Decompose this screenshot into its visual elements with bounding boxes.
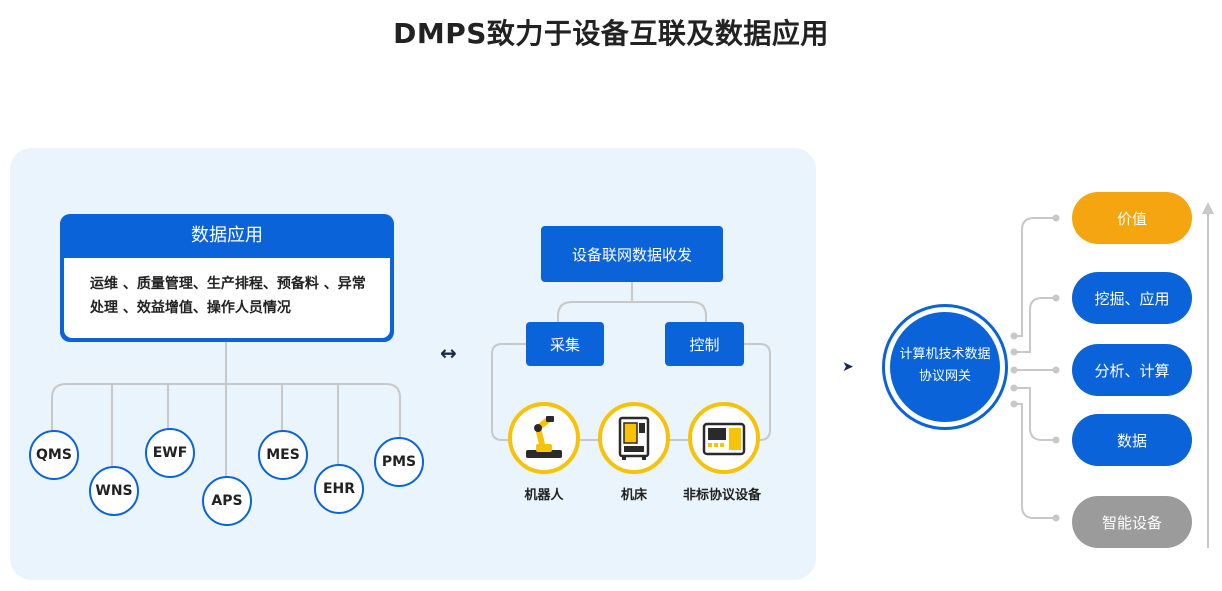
device-label-machine-tool: 机床 (620, 488, 647, 503)
collect-box: 采集 (526, 322, 604, 366)
system-aps: APS (202, 476, 252, 526)
data-app-title: 数据应用 (191, 225, 263, 246)
data-app-body (64, 258, 390, 338)
nonstandard-device-icon (702, 422, 746, 456)
gateway-line-1: 计算机技术数据 (899, 347, 991, 362)
device-network-box: 设备联网数据收发 (541, 226, 723, 282)
gateway-line-2: 协议网关 (918, 369, 971, 384)
right-arrow-icon: ➤ (842, 359, 854, 375)
system-mes: MES (258, 430, 308, 480)
page-title: DMPS致力于设备互联及数据应用 (393, 17, 829, 50)
machine-tool-device (598, 402, 670, 474)
system-qms: QMS (29, 430, 79, 480)
data-app-description: 运维 、质量管理、生产排程、预备料 、异常 处理 、效益增值、操作人员情况 (90, 272, 380, 320)
control-box: 控制 (665, 322, 744, 366)
system-wns: WNS (89, 466, 139, 516)
output-analysis-computation: 分析、计算 (1072, 344, 1192, 396)
robot-device (508, 402, 580, 474)
robot-arm-icon (526, 416, 562, 458)
gateway-label: 计算机技术数据 协议网关 (890, 344, 1000, 388)
output-smart-device: 智能设备 (1072, 496, 1192, 548)
nonstandard-device (688, 402, 760, 474)
device-label-nonstandard: 非标协议设备 (682, 488, 761, 503)
data-app-line-2: 处理 、效益增值、操作人员情况 (90, 300, 291, 316)
output-value: 价值 (1072, 192, 1192, 244)
system-ehr: EHR (314, 464, 364, 514)
output-data: 数据 (1072, 414, 1192, 466)
system-pms: PMS (374, 437, 424, 487)
device-label-robot: 机器人 (524, 488, 564, 503)
data-app-line-1: 运维 、质量管理、生产排程、预备料 、异常 (90, 276, 366, 292)
gateway-circle (890, 312, 1000, 422)
output-mining-application: 挖掘、应用 (1072, 272, 1192, 324)
machine-tool-icon (618, 416, 650, 460)
system-ewf: EWF (145, 428, 195, 478)
double-arrow-icon: ↔ (440, 341, 457, 365)
